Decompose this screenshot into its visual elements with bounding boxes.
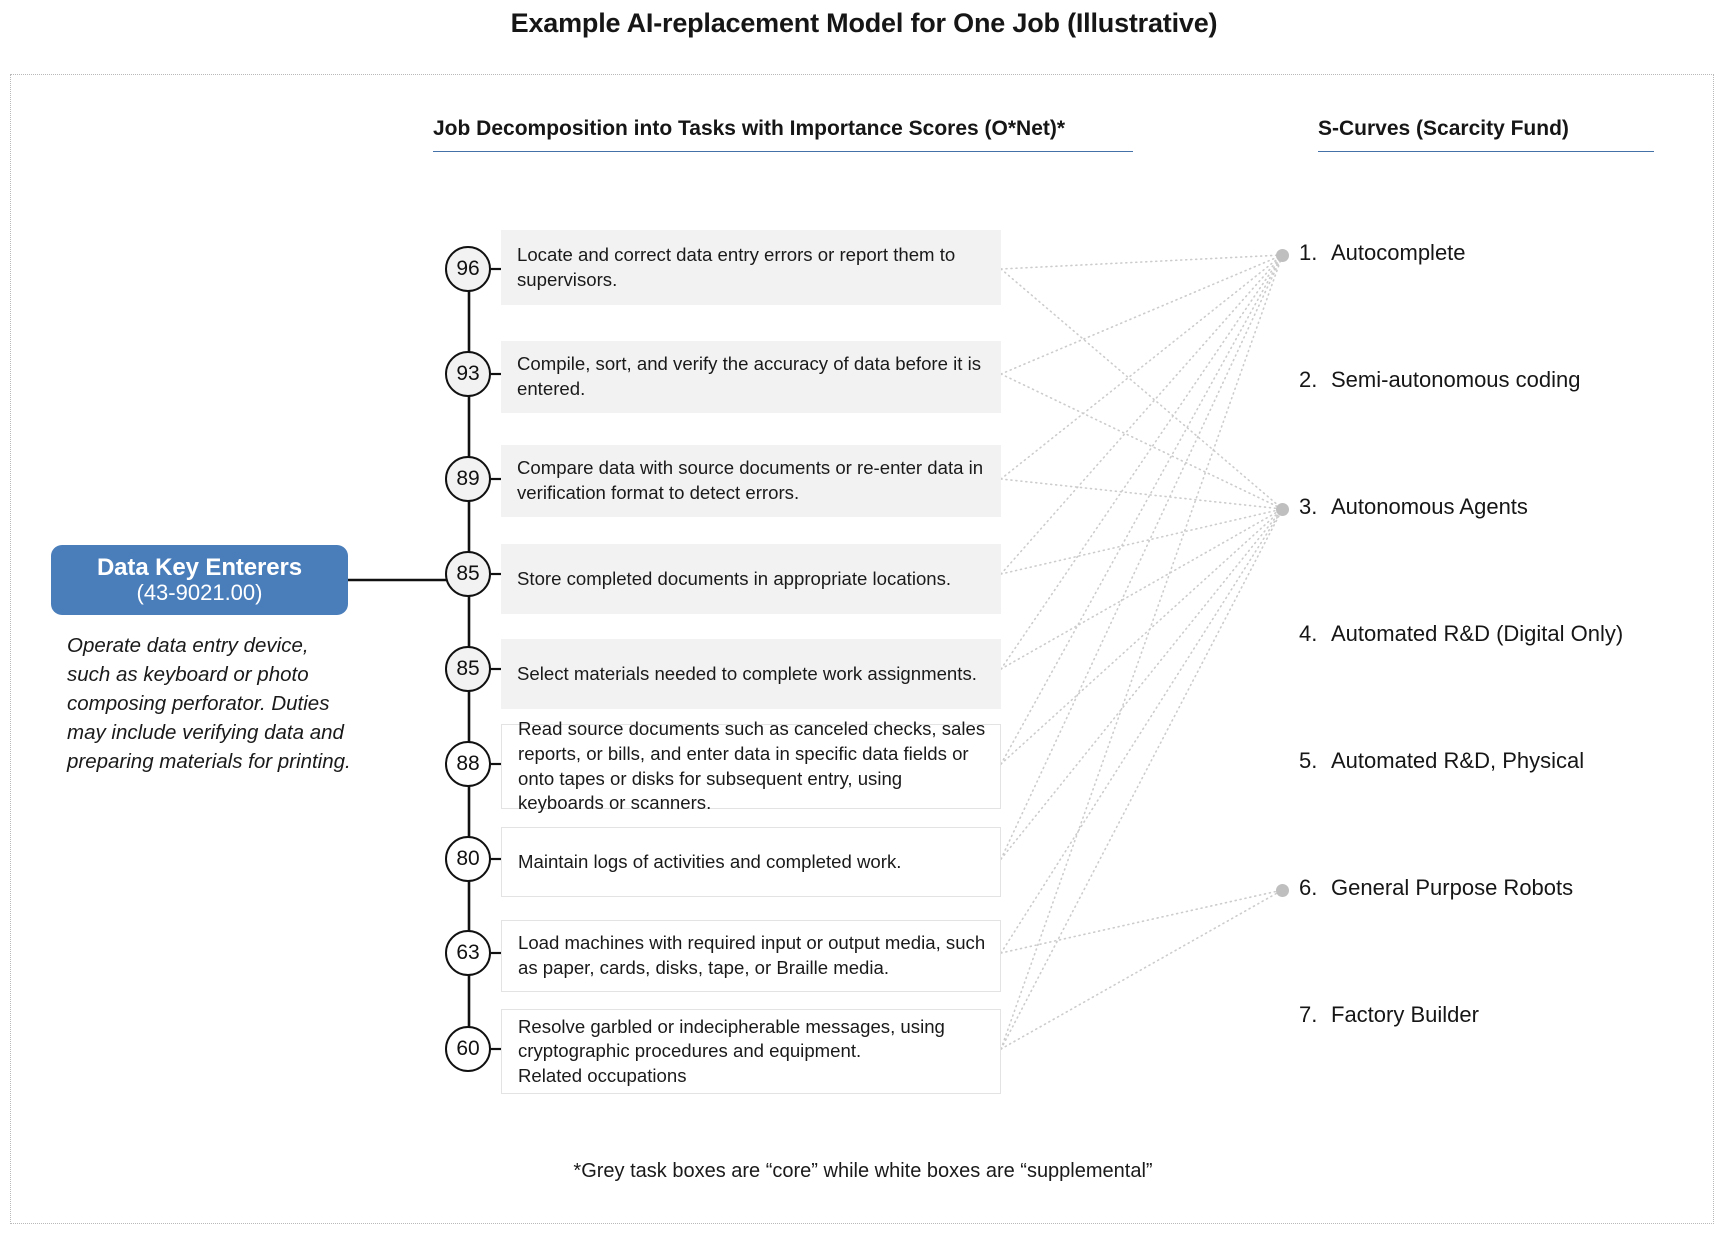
scurve-label: Autonomous Agents [1331,494,1528,519]
task-score-circle: 60 [445,1026,491,1072]
task-box[interactable]: Resolve garbled or indecipherable messag… [501,1009,1001,1094]
tasks-column-heading: Job Decomposition into Tasks with Import… [433,117,1066,140]
scurve-node-dot[interactable] [1276,883,1289,897]
task-score-value: 89 [456,467,480,490]
task-score-circle: 63 [445,930,491,976]
task-box[interactable]: Read source documents such as canceled c… [501,718,1001,813]
page-title: Example AI-replacement Model for One Job… [510,8,1218,38]
task-score-circle: 88 [445,741,491,787]
task-box[interactable]: Compile, sort, and verify the accuracy o… [501,341,1001,413]
task-box[interactable]: Store completed documents in appropriate… [501,544,1001,614]
scurve-item[interactable]: 1. Autocomplete [1299,240,1466,266]
task-score-circle: 80 [445,836,491,882]
task-text: Compare data with source documents or re… [517,457,984,503]
scurve-item[interactable]: 2. Semi-autonomous coding [1299,367,1580,393]
scurve-node-dot[interactable] [1276,248,1289,262]
job-description: Operate data entry device, such as keybo… [67,634,351,773]
task-box[interactable]: Select materials needed to complete work… [501,639,1001,709]
scurve-node-dot[interactable] [1276,502,1289,516]
task-text: Store completed documents in appropriate… [517,567,952,589]
scurve-number: 2. [1299,367,1318,392]
task-box[interactable]: Maintain logs of activities and complete… [501,827,1001,897]
scurve-number: 5. [1299,748,1318,773]
scurve-item[interactable]: 5. Automated R&D, Physical [1299,748,1584,774]
task-score-value: 88 [456,752,480,775]
task-text: Locate and correct data entry errors or … [517,243,956,290]
scurve-label: Automated R&D (Digital Only) [1331,621,1624,646]
task-text: Resolve garbled or indecipherable messag… [518,1015,945,1086]
task-score-value: 60 [456,1037,480,1060]
scurves-column-heading: S-Curves (Scarcity Fund) [1318,117,1569,140]
task-box[interactable]: Locate and correct data entry errors or … [501,230,1001,305]
tasks-heading-rule [433,151,1133,152]
footnote: *Grey task boxes are “core” while white … [573,1160,1153,1182]
task-score-circle: 85 [445,551,491,597]
task-score-value: 96 [456,257,480,280]
scurve-label: Semi-autonomous coding [1331,367,1581,392]
task-score-value: 85 [456,562,480,585]
task-score-circle: 89 [445,456,491,502]
task-text: Read source documents such as canceled c… [518,718,986,814]
task-text: Load machines with required input or out… [518,932,986,978]
job-code: (43-9021.00) [136,580,263,606]
task-box[interactable]: Compare data with source documents or re… [501,445,1001,517]
task-score-value: 93 [456,362,480,385]
scurve-label: General Purpose Robots [1331,875,1574,900]
scurve-number: 7. [1299,1002,1318,1027]
scurve-item[interactable]: 4. Automated R&D (Digital Only) [1299,621,1623,647]
task-text: Maintain logs of activities and complete… [518,850,902,872]
task-score-value: 85 [456,657,480,680]
task-score-circle: 93 [445,351,491,397]
scurve-label: Autocomplete [1331,240,1466,265]
task-box[interactable]: Load machines with required input or out… [501,920,1001,992]
scurve-number: 1. [1299,240,1318,265]
task-score-value: 63 [456,941,480,964]
scurve-item[interactable]: 7. Factory Builder [1299,1002,1479,1028]
scurve-number: 3. [1299,494,1318,519]
scurve-number: 6. [1299,875,1318,900]
scurve-label: Automated R&D, Physical [1331,748,1585,773]
scurve-label: Factory Builder [1331,1002,1479,1027]
scurve-number: 4. [1299,621,1318,646]
task-score-circle: 96 [445,246,491,292]
job-card[interactable]: Data Key Enterers (43-9021.00) [51,545,348,615]
task-score-circle: 85 [445,646,491,692]
task-text: Select materials needed to complete work… [517,662,977,684]
scurves-heading-rule [1318,151,1654,152]
scurve-item[interactable]: 3. Autonomous Agents [1299,494,1528,520]
task-score-value: 80 [456,847,480,870]
scurve-item[interactable]: 6. General Purpose Robots [1299,875,1573,901]
task-text: Compile, sort, and verify the accuracy o… [517,353,982,399]
job-title: Data Key Enterers [96,554,303,582]
diagram-canvas: Job Decomposition into Tasks with Import… [10,74,1714,1224]
